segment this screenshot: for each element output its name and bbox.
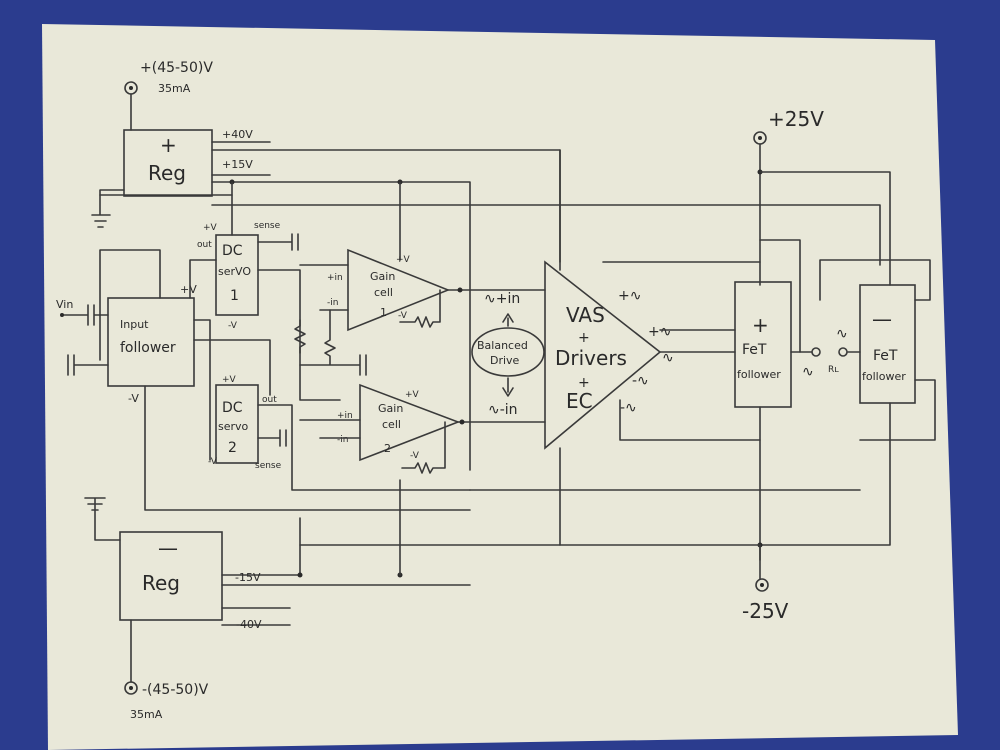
svg-text:Gain: Gain <box>370 270 395 283</box>
svg-text:servo: servo <box>218 420 249 433</box>
plus15-label: +15V <box>222 158 253 171</box>
svg-text:Gain: Gain <box>378 402 403 415</box>
svg-text:cell: cell <box>382 418 401 431</box>
minus15-label: -15V <box>235 571 261 584</box>
load-label: Rʟ <box>828 365 839 375</box>
svg-text:sense: sense <box>254 221 281 231</box>
svg-text:+: + <box>752 313 769 337</box>
svg-text:+: + <box>578 330 590 346</box>
svg-text:Reg: Reg <box>142 571 180 595</box>
svg-text:∿-in: ∿-in <box>488 402 518 418</box>
svg-text:∿: ∿ <box>802 364 814 380</box>
top-left-current-label: 35mA <box>158 82 191 95</box>
svg-text:out: out <box>197 240 212 250</box>
svg-text:Reg: Reg <box>148 161 186 185</box>
svg-text:∿+in: ∿+in <box>484 291 520 307</box>
svg-text:-V: -V <box>410 451 420 461</box>
minus40-label: -40V <box>236 618 262 631</box>
svg-text:—: — <box>158 536 178 560</box>
svg-text:cell: cell <box>374 286 393 299</box>
svg-text:2: 2 <box>384 442 391 455</box>
svg-text:∿: ∿ <box>836 326 848 342</box>
svg-text:+V: +V <box>203 223 218 233</box>
paper-sheet <box>42 24 958 750</box>
svg-text:-∿: -∿ <box>620 400 637 416</box>
svg-text:follower: follower <box>862 370 906 383</box>
svg-text:-∿: -∿ <box>632 373 649 389</box>
svg-text:FeT: FeT <box>873 348 898 364</box>
svg-text:1: 1 <box>380 306 387 319</box>
svg-text:-in: -in <box>337 435 348 445</box>
svg-text:sense: sense <box>255 461 282 471</box>
svg-text:out: out <box>262 395 277 405</box>
svg-text:Drivers: Drivers <box>555 346 627 370</box>
plus40-label: +40V <box>222 128 253 141</box>
bottom-right-supply-label: -25V <box>742 599 789 623</box>
svg-text:EC: EC <box>566 389 593 413</box>
bottom-left-current-label: 35mA <box>130 708 163 721</box>
svg-text:follower: follower <box>120 340 176 356</box>
svg-text:—: — <box>872 307 892 331</box>
svg-text:-in: -in <box>327 298 338 308</box>
bottom-left-supply-label: -(45-50)V <box>142 682 209 698</box>
svg-text:+V: +V <box>222 375 237 385</box>
svg-text:-V: -V <box>398 311 408 321</box>
svg-text:DC: DC <box>222 243 243 259</box>
svg-text:+V: +V <box>396 255 411 265</box>
top-right-supply-label: +25V <box>768 107 824 131</box>
vin-label: Vin <box>56 298 73 311</box>
svg-text:1: 1 <box>230 288 239 304</box>
svg-text:DC: DC <box>222 400 243 416</box>
svg-text:+∿: +∿ <box>648 324 671 340</box>
svg-text:2: 2 <box>228 440 237 456</box>
svg-text:+∿: +∿ <box>618 288 641 304</box>
svg-text:Drive: Drive <box>490 354 520 367</box>
svg-text:+: + <box>160 133 177 157</box>
svg-text:serVO: serVO <box>218 265 251 278</box>
svg-text:+V: +V <box>180 283 197 296</box>
svg-text:-V: -V <box>128 392 139 405</box>
svg-text:+in: +in <box>327 273 343 283</box>
svg-text:FeT: FeT <box>742 342 767 358</box>
svg-text:follower: follower <box>737 368 781 381</box>
svg-text:Balanced: Balanced <box>477 339 528 352</box>
svg-text:-V: -V <box>228 321 238 331</box>
svg-text:+V: +V <box>405 390 420 400</box>
svg-text:Input: Input <box>120 318 149 331</box>
svg-text:-V: -V <box>208 457 218 467</box>
top-left-supply-label: +(45-50)V <box>140 60 213 76</box>
svg-text:VAS: VAS <box>566 303 605 327</box>
